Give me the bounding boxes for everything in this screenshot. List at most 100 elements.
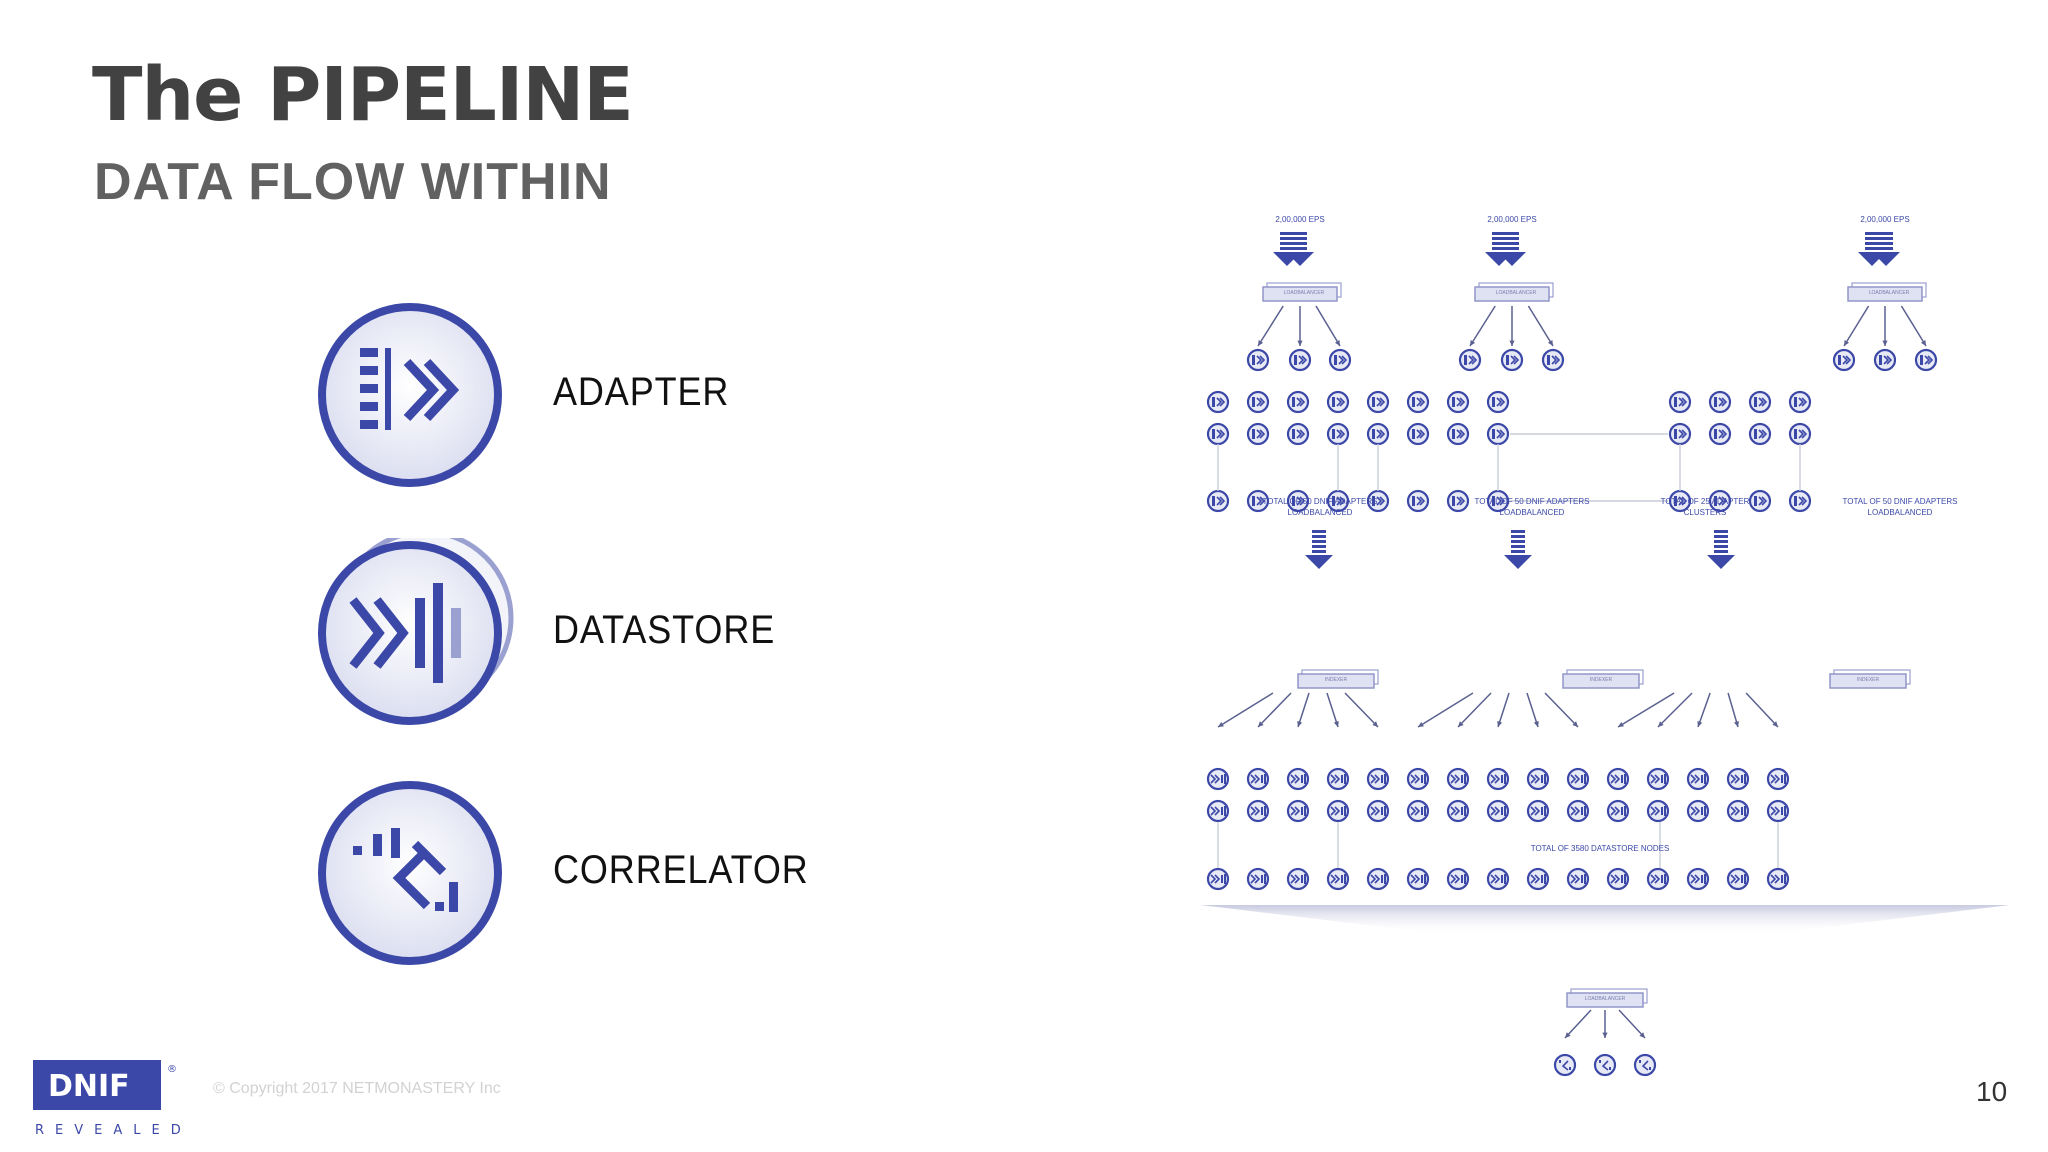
flow-arrow-head xyxy=(1697,721,1703,727)
node-glyph xyxy=(1290,774,1297,784)
node-glyph xyxy=(1344,874,1346,884)
logo-tagline: REVEALED xyxy=(35,1123,192,1138)
datastore-node xyxy=(1766,799,1790,823)
node-glyph xyxy=(1639,1060,1641,1063)
node-glyph xyxy=(1259,429,1266,439)
eps-labels: 2,00,000 EPS 2,00,000 EPS 2,00,000 EPS xyxy=(1275,215,1909,224)
node-glyph xyxy=(1219,429,1226,439)
node-glyph xyxy=(1292,496,1295,506)
node-glyph xyxy=(1224,874,1226,884)
node-glyph xyxy=(1714,496,1717,506)
flow-arrow-line xyxy=(1469,305,1496,347)
node-glyph xyxy=(1299,397,1306,407)
node-glyph xyxy=(1781,807,1783,815)
loadbalancer-label: LOADBALANCER xyxy=(1284,290,1325,296)
node-glyph xyxy=(1372,496,1375,506)
eps-label: 2,00,000 EPS xyxy=(1487,215,1536,224)
node-glyph xyxy=(1294,874,1301,884)
adapter-node xyxy=(1446,422,1470,446)
node-glyph xyxy=(1496,496,1503,506)
node-glyph xyxy=(1454,874,1461,884)
node-glyph xyxy=(1459,397,1466,407)
adapter-node xyxy=(1708,422,1732,446)
node-glyph xyxy=(1770,874,1777,884)
datastore-node xyxy=(1566,767,1590,791)
adapter-node xyxy=(1708,390,1732,414)
node-glyph xyxy=(1661,807,1663,815)
node-glyph xyxy=(1214,874,1221,884)
node-glyph xyxy=(1210,774,1217,784)
node-glyph xyxy=(1561,1060,1569,1071)
arrow-head xyxy=(1504,555,1532,569)
node-glyph xyxy=(1334,774,1341,784)
node-glyph xyxy=(1758,429,1765,439)
node-glyph xyxy=(1252,429,1255,439)
node-glyph xyxy=(1412,397,1415,407)
node-glyph xyxy=(1384,874,1386,884)
arrow-bar xyxy=(1879,247,1893,250)
cluster-label: CLUSTERS xyxy=(1684,508,1727,517)
flow-arrow-head xyxy=(1297,340,1303,346)
flow-arrow-head xyxy=(1772,721,1778,727)
node-glyph xyxy=(1456,397,1463,407)
adapter-node xyxy=(1246,422,1270,446)
datastore-node xyxy=(1206,767,1230,791)
adapter-node xyxy=(1668,422,1692,446)
node-glyph xyxy=(1761,496,1768,506)
flow-arrow-line xyxy=(1497,692,1510,728)
node-glyph xyxy=(1254,874,1261,884)
flow-arrow-head xyxy=(1297,721,1303,727)
node-glyph xyxy=(1250,806,1257,816)
node-glyph xyxy=(1256,496,1263,506)
node-glyph xyxy=(1681,429,1688,439)
node-glyph xyxy=(1694,774,1701,784)
node-glyph xyxy=(1464,806,1466,816)
node-glyph xyxy=(1334,874,1341,884)
datastore-node xyxy=(1566,867,1590,891)
datastore-node xyxy=(1526,767,1550,791)
node-glyph xyxy=(1304,874,1306,884)
flow-arrow-line xyxy=(1618,1009,1646,1039)
node-glyph xyxy=(1332,397,1335,407)
arrow-bar xyxy=(1511,535,1525,538)
node-glyph xyxy=(1661,875,1663,883)
adapter-group-label: TOTAL OF 50 DNIF ADAPTERS xyxy=(1475,497,1590,506)
node-glyph xyxy=(1456,496,1463,506)
node-glyph xyxy=(1690,874,1697,884)
flow-arrow-line xyxy=(1564,1009,1592,1039)
node-glyph xyxy=(1544,806,1546,816)
node-glyph xyxy=(1610,806,1617,816)
node-glyph xyxy=(1416,397,1423,407)
datastore-node xyxy=(1446,767,1470,791)
node-glyph xyxy=(1332,496,1335,506)
node-glyph xyxy=(1886,355,1893,365)
datastore-node xyxy=(1686,799,1710,823)
arrow-bar xyxy=(1714,550,1728,553)
datastore-node xyxy=(1526,867,1550,891)
node-glyph xyxy=(1259,496,1266,506)
node-glyph xyxy=(1845,355,1852,365)
node-glyph xyxy=(1341,775,1343,783)
node-glyph xyxy=(1294,774,1301,784)
node-glyph xyxy=(1681,397,1688,407)
arrow-bar xyxy=(1280,247,1294,250)
indexer-arrow-icon xyxy=(1305,530,1333,569)
node-glyph xyxy=(1421,807,1423,815)
node-glyph xyxy=(1701,807,1703,815)
datastore-node xyxy=(1366,799,1390,823)
node-glyph xyxy=(1714,397,1717,407)
adapter-node xyxy=(1748,390,1772,414)
node-glyph xyxy=(1256,429,1263,439)
node-glyph xyxy=(1264,874,1266,884)
node-glyph xyxy=(1541,875,1543,883)
node-glyph xyxy=(1730,874,1737,884)
node-glyph xyxy=(1570,774,1577,784)
correlator-loadbalancer-box xyxy=(1566,992,1644,1008)
node-glyph xyxy=(1454,806,1461,816)
node-glyph xyxy=(1261,807,1263,815)
node-glyph xyxy=(1330,774,1337,784)
arrow-bar xyxy=(1312,535,1326,538)
node-glyph xyxy=(1414,874,1421,884)
datastore-node xyxy=(1326,867,1350,891)
node-glyph xyxy=(1730,774,1737,784)
